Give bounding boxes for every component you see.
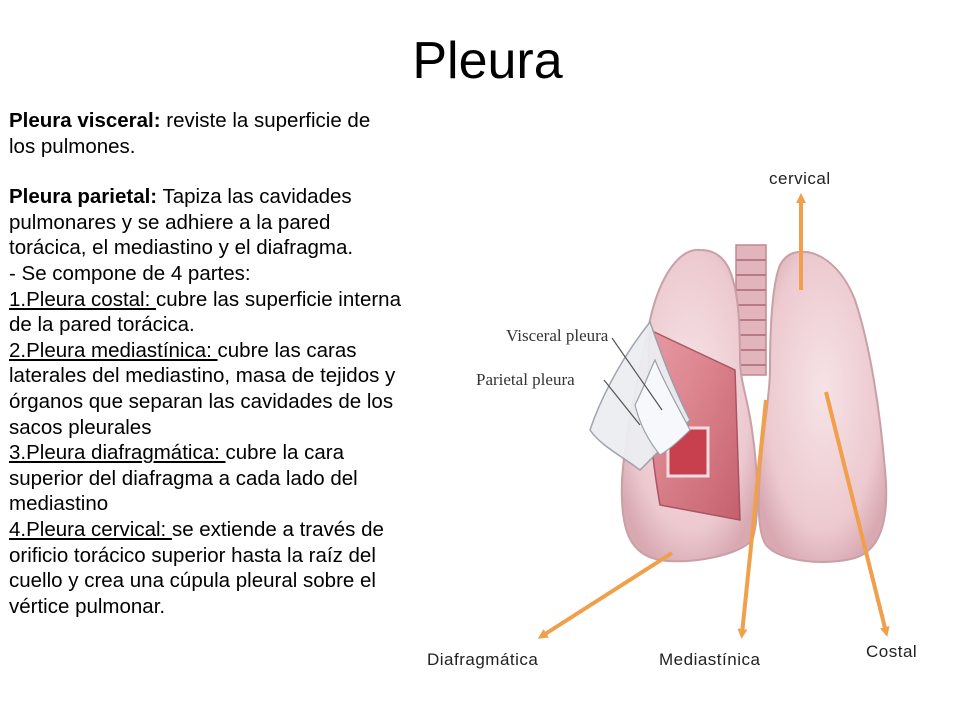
part-text: cubre las superficie interna de la pared… bbox=[9, 287, 401, 337]
part-name: 4.Pleura cervical: bbox=[9, 517, 172, 541]
part-costal: 1.Pleura costal: cubre las superficie in… bbox=[9, 287, 401, 338]
lungs-illustration bbox=[537, 193, 890, 639]
part-name: 2.Pleura mediastínica: bbox=[9, 338, 218, 362]
text-visceral: reviste la superficie de los pulmones. bbox=[9, 109, 371, 158]
slide-title: Pleura bbox=[412, 32, 563, 90]
term-visceral: Pleura visceral: bbox=[9, 109, 161, 132]
paragraph-parietal: Pleura parietal: Tapiza las cavidades pu… bbox=[9, 184, 401, 261]
slide-body: Pleura visceral: reviste la superficie d… bbox=[9, 108, 401, 619]
label-parietal-pleura: Parietal pleura bbox=[476, 370, 575, 389]
part-text: se extiende a través de orificio torácic… bbox=[9, 517, 384, 618]
part-name: 3.Pleura diafragmática: bbox=[9, 441, 226, 465]
part-diafragmatica: 3.Pleura diafragmática: cubre la cara su… bbox=[9, 440, 401, 517]
label-visceral-pleura: Visceral pleura bbox=[506, 326, 609, 345]
paragraph-visceral: Pleura visceral: reviste la superficie d… bbox=[9, 108, 401, 159]
caption-cervical: cervical bbox=[769, 169, 831, 188]
caption-mediastinica: Mediastínica bbox=[659, 650, 761, 669]
part-text: cubre la cara superior del diafragma a c… bbox=[9, 441, 358, 516]
caption-costal: Costal bbox=[866, 642, 918, 661]
term-parietal: Pleura parietal: bbox=[9, 185, 158, 209]
parts-intro: - Se compone de 4 partes: bbox=[9, 261, 251, 285]
parietal-leader bbox=[603, 379, 641, 426]
part-mediastinica: 2.Pleura mediastínica: cubre las caras l… bbox=[9, 338, 401, 440]
right-lung bbox=[757, 250, 888, 563]
part-name: 1.Pleura costal: bbox=[9, 287, 156, 311]
trachea bbox=[735, 244, 767, 376]
visceral-pleura-flap bbox=[634, 358, 691, 456]
part-text: cubre las caras laterales del mediastino… bbox=[9, 338, 396, 439]
part-cervical: 4.Pleura cervical: se extiende a través … bbox=[9, 517, 401, 619]
arrow-mediastinica bbox=[737, 399, 768, 639]
arrow-costal bbox=[824, 391, 890, 637]
visceral-leader bbox=[611, 337, 663, 411]
caption-diafragmatica: Diafragmática bbox=[427, 650, 539, 669]
text-parietal: Tapiza las cavidades pulmonares y se adh… bbox=[9, 185, 354, 260]
arrow-diafragmatica bbox=[537, 551, 674, 639]
